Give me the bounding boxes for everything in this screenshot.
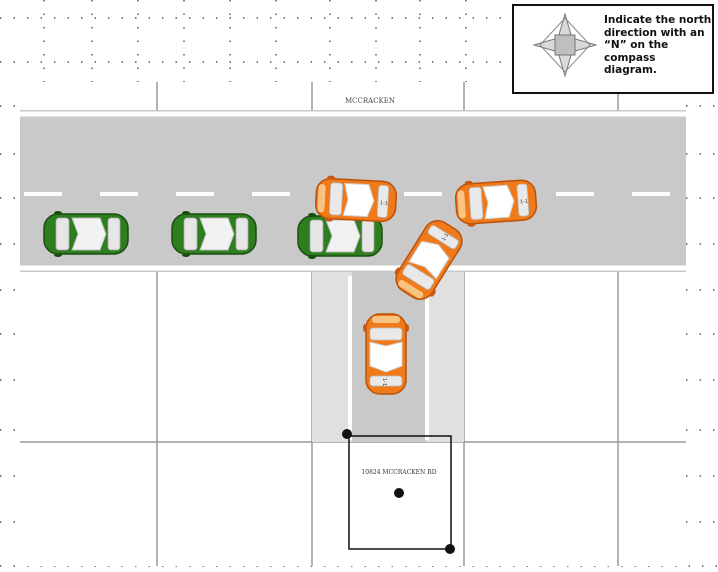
vehicle-green-1 [43, 210, 129, 258]
parcel-corner-marker [342, 429, 352, 439]
street-name: MCCRACKEN [345, 97, 395, 105]
compass-instruction: Indicate the north direction with an “N”… [604, 14, 712, 76]
address-label: 10824 MCCRACKEN RD [361, 469, 436, 476]
vehicle-orange-position-3 [314, 174, 398, 226]
house-marker [394, 488, 404, 498]
parcel-corner-marker [445, 544, 455, 554]
vehicle-orange-position-1 [362, 313, 410, 395]
vehicle-orange-position-4 [453, 175, 539, 229]
property-parcel [348, 435, 452, 550]
compass-panel [512, 4, 714, 94]
vehicle-green-2 [171, 210, 257, 258]
compass-rose-icon[interactable] [532, 12, 598, 78]
